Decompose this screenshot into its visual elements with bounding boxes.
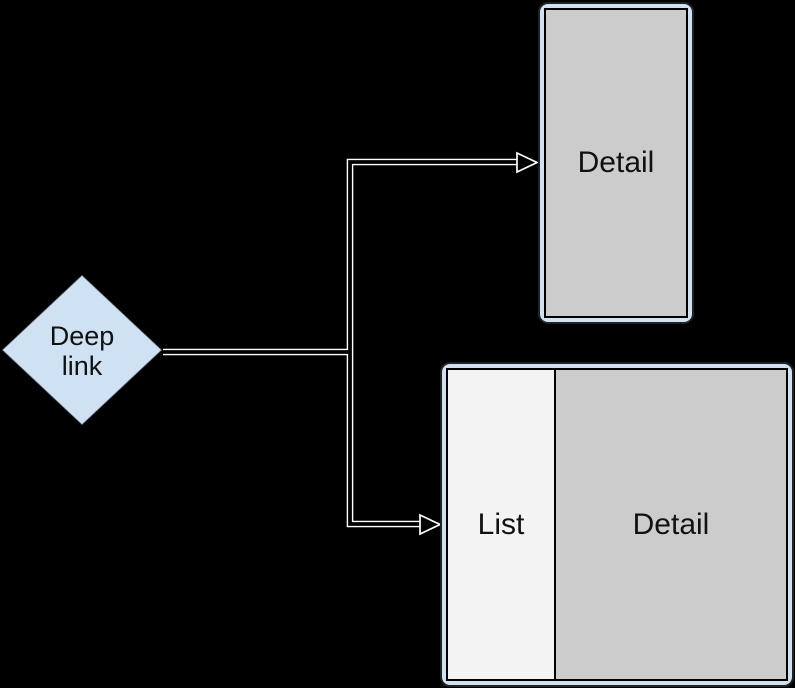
tablet-list-pane: List [448,370,556,679]
phone-screen: Detail [544,8,688,318]
tablet-detail-label: Detail [632,507,710,541]
phone-detail-label: Detail [577,146,655,179]
deep-link-diamond [0,273,164,427]
phone-frame: Detail [538,2,694,324]
tablet-detail-pane: Detail [556,370,786,679]
arrowhead-to-tablet-icon [419,513,442,536]
phone-detail-pane: Detail [546,10,686,316]
arrowhead-to-phone-icon [516,151,539,174]
tablet-list-label: List [477,507,525,541]
tablet-screen: List Detail [446,368,788,681]
deep-link-label: Deep link [49,321,115,381]
arrow-core [163,160,517,526]
tablet-frame: List Detail [440,362,794,687]
